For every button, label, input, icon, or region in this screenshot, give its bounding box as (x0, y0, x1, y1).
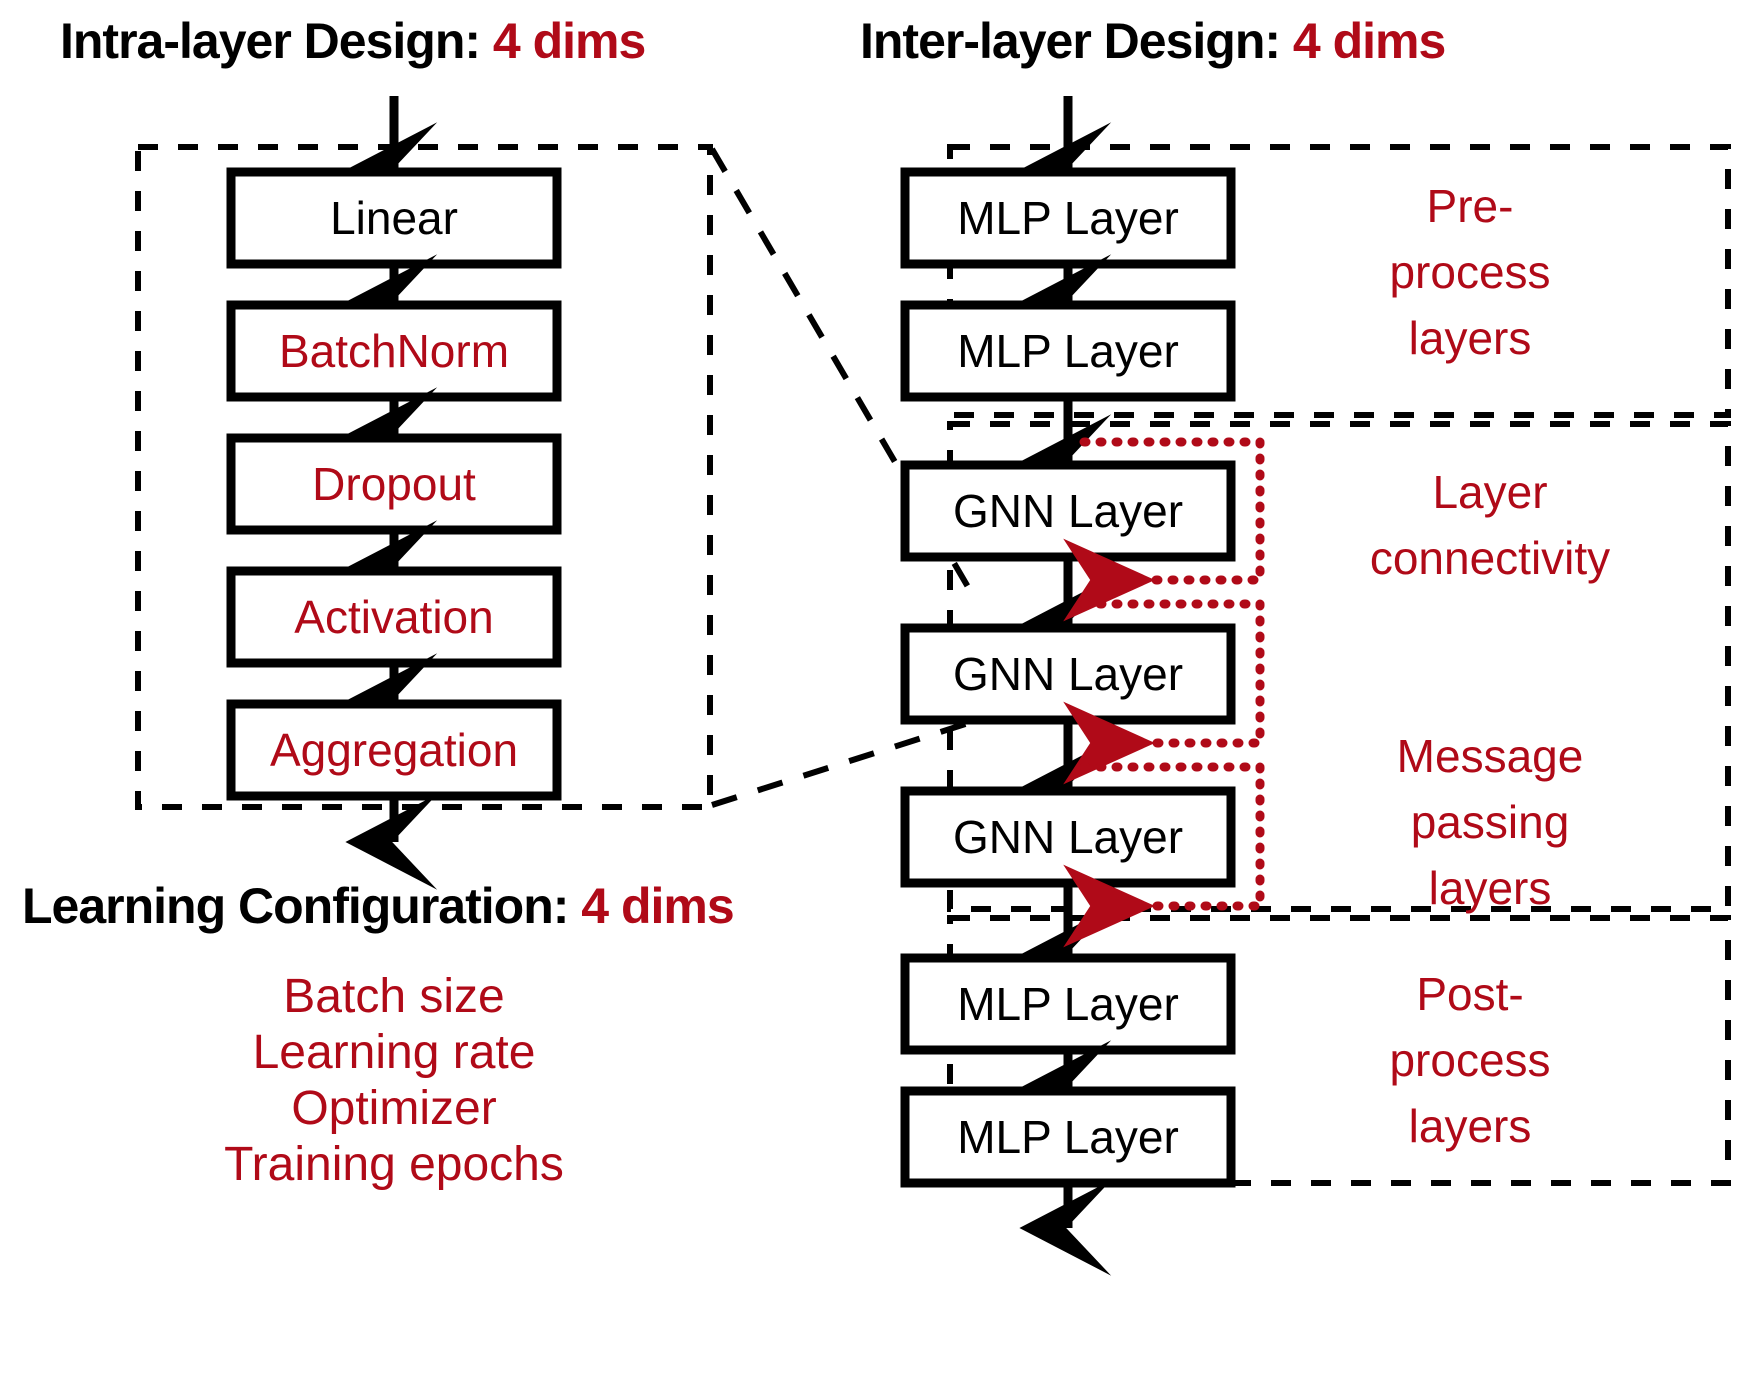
inter-side-label-preprocess: Pre- process layers (1389, 180, 1550, 364)
inter-side-label-postprocess: Post- process layers (1389, 968, 1550, 1152)
inter-side-label-postprocess-line-1: process (1389, 1034, 1550, 1086)
page-title-intra-layer: Intra-layer Design: 4 dims (60, 12, 646, 70)
intra-block-activation: Activation (226, 566, 562, 668)
inter-block-mlp-post-1: MLP Layer (900, 953, 1236, 1055)
inter-block-mlp-pre-2-label: MLP Layer (957, 325, 1179, 377)
inter-side-label-preprocess-line-1: process (1389, 246, 1550, 298)
inter-block-mlp-pre-2: MLP Layer (900, 300, 1236, 402)
inter-side-label-message-passing-line-1: passing (1411, 796, 1570, 848)
inter-block-gnn-3-label: GNN Layer (953, 811, 1183, 863)
inter-block-gnn-3: GNN Layer (900, 786, 1236, 888)
intra-block-aggregation-label: Aggregation (270, 724, 518, 776)
inter-side-label-preprocess-line-2: layers (1409, 312, 1532, 364)
inter-layer-title-text: Inter-layer Design: (860, 13, 1293, 69)
intra-layer-title-text: Intra-layer Design: (60, 13, 493, 69)
inter-block-mlp-pre-1: MLP Layer (900, 167, 1236, 269)
inter-side-label-message-passing-line-0: Message (1397, 730, 1584, 782)
learning-config-item-1: Learning rate (253, 1026, 536, 1079)
inter-block-mlp-post-2-label: MLP Layer (957, 1111, 1179, 1163)
inter-block-gnn-1: GNN Layer (900, 460, 1236, 562)
intra-block-batchnorm-label: BatchNorm (279, 325, 509, 377)
inter-block-mlp-pre-1-label: MLP Layer (957, 192, 1179, 244)
inter-side-label-layer-connectivity-line-1: connectivity (1370, 532, 1610, 584)
intra-block-dropout-label: Dropout (312, 458, 476, 510)
learning-config-item-2: Optimizer (291, 1082, 496, 1135)
skip-connection-2 (1063, 599, 1265, 785)
intra-block-linear-label: Linear (330, 192, 458, 244)
learning-config-item-0: Batch size (283, 970, 504, 1023)
intra-block-batchnorm: BatchNorm (226, 300, 562, 402)
page-title-learning-configuration: Learning Configuration: 4 dims (22, 877, 735, 935)
inter-block-gnn-1-label: GNN Layer (953, 485, 1183, 537)
inter-side-label-postprocess-line-2: layers (1409, 1100, 1532, 1152)
inter-side-label-postprocess-line-0: Post- (1416, 968, 1523, 1020)
intra-layer-title-accent: 4 dims (492, 13, 646, 69)
learning-config-title-text: Learning Configuration: (22, 878, 582, 934)
inter-block-mlp-post-1-label: MLP Layer (957, 978, 1179, 1030)
inter-block-mlp-post-2: MLP Layer (900, 1086, 1236, 1188)
intra-block-dropout: Dropout (226, 433, 562, 535)
intra-block-aggregation: Aggregation (226, 699, 562, 801)
inter-block-gnn-2: GNN Layer (900, 623, 1236, 725)
learning-config-title-accent: 4 dims (581, 878, 734, 934)
inter-side-label-preprocess-line-0: Pre- (1427, 180, 1514, 232)
inter-side-label-layer-connectivity: Layer connectivity (1370, 466, 1610, 584)
intra-block-linear: Linear (226, 167, 562, 269)
learning-config-item-3: Training epochs (224, 1138, 564, 1191)
inter-layer-title-accent: 4 dims (1292, 13, 1446, 69)
inter-side-label-message-passing-line-2: layers (1429, 862, 1552, 914)
skip-connection-3 (1063, 762, 1265, 948)
page-title-inter-layer: Inter-layer Design: 4 dims (860, 12, 1446, 70)
intra-block-activation-label: Activation (294, 591, 493, 643)
learning-config-items: Batch size Learning rate Optimizer Train… (224, 970, 564, 1191)
inter-block-gnn-2-label: GNN Layer (953, 648, 1183, 700)
inter-side-label-message-passing: Message passing layers (1397, 730, 1584, 914)
skip-connection-1 (1063, 437, 1265, 622)
inter-side-label-layer-connectivity-line-0: Layer (1432, 466, 1547, 518)
